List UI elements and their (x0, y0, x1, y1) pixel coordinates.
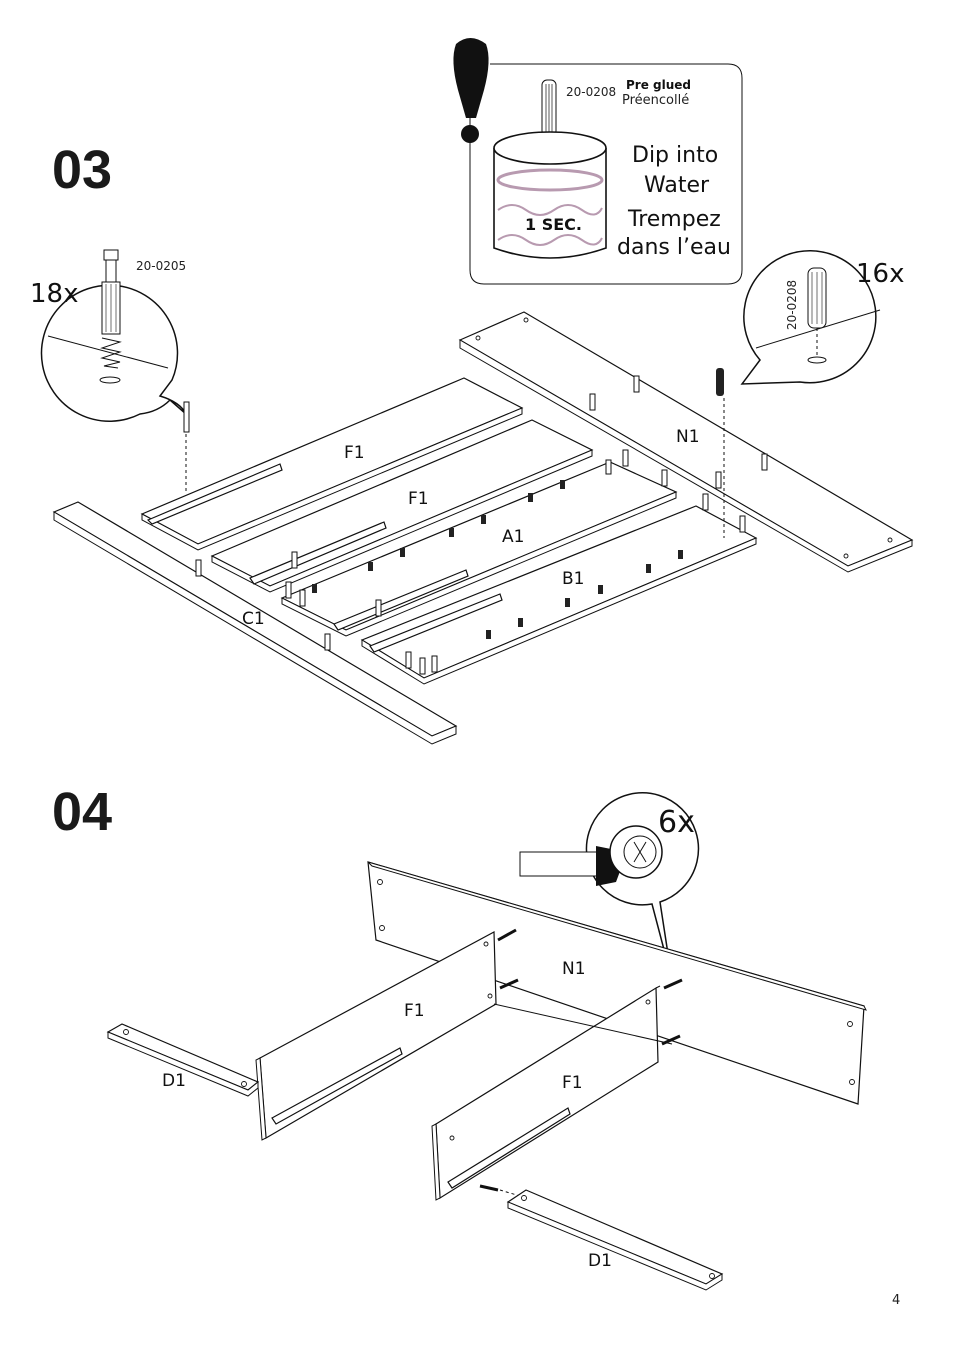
dowel-pins (312, 368, 724, 639)
page-number: 4 (892, 1293, 900, 1308)
cam-lock-qty: 6x (658, 805, 695, 840)
cam-bolts (183, 375, 768, 675)
trempez-label: Trempez (627, 207, 721, 232)
water-label: Water (644, 173, 710, 198)
label-b1: B1 (562, 569, 584, 589)
panel-f1-left (255, 931, 497, 1141)
label-c1: C1 (242, 609, 265, 629)
dip-water-note: 1 SEC. 20-0208 Pre glued Préencollé Dip … (453, 38, 743, 285)
step-03-parts (52, 311, 914, 745)
panel-d1-left (106, 1023, 260, 1097)
label-f1-right: F1 (562, 1073, 583, 1093)
dip-time-label: 1 SEC. (525, 215, 582, 234)
note-dowel-code: 20-0208 (566, 85, 616, 99)
panel-n1 (458, 311, 914, 573)
label-f1-top: F1 (344, 443, 365, 463)
panel-f1-right (431, 986, 659, 1201)
preencolle-label: Préencollé (622, 93, 689, 108)
water-cup-icon (493, 131, 607, 259)
label-d1-right: D1 (588, 1251, 612, 1271)
cam-bolt-qty: 18x (30, 279, 78, 309)
label-n1-step04: N1 (562, 959, 586, 979)
label-n1-step03: N1 (676, 427, 700, 447)
cam-bolt-code: 20-0205 (136, 259, 186, 273)
panel-b1 (360, 505, 758, 685)
cam-bolt-callout: 20-0205 18x (30, 249, 187, 422)
label-a1: A1 (502, 527, 524, 547)
dowel-code: 20-0208 (785, 280, 799, 330)
dans-leau-label: dans l’eau (617, 235, 731, 260)
step-04-number: 04 (52, 782, 112, 842)
warning-dot-icon (461, 125, 479, 143)
cam-lock-callout: 6x (519, 792, 700, 981)
dip-into-label: Dip into (632, 143, 718, 168)
panel-f1-second (210, 419, 594, 593)
panel-c1 (52, 501, 458, 745)
warning-icon (453, 38, 489, 118)
screwdriver-icon (519, 846, 622, 886)
dowel-callout: 20-0208 16x (740, 250, 904, 385)
dowel-icon (541, 79, 557, 150)
label-d1-left: D1 (162, 1071, 186, 1091)
cam-bolt-icon (99, 249, 122, 384)
label-f1-left: F1 (404, 1001, 425, 1021)
cam-lock-icon (609, 825, 663, 879)
pre-glued-label: Pre glued (626, 78, 691, 92)
cam-screws (479, 928, 683, 1192)
panel-d1-right (506, 1189, 724, 1291)
panel-f1-top (140, 377, 524, 551)
step-03-number: 03 (52, 140, 112, 200)
panel-a1 (280, 461, 678, 637)
dowel-detail-icon (807, 267, 827, 364)
label-f1-second: F1 (408, 489, 429, 509)
dowel-qty: 16x (856, 259, 904, 289)
panel-n1-back (367, 861, 867, 1105)
